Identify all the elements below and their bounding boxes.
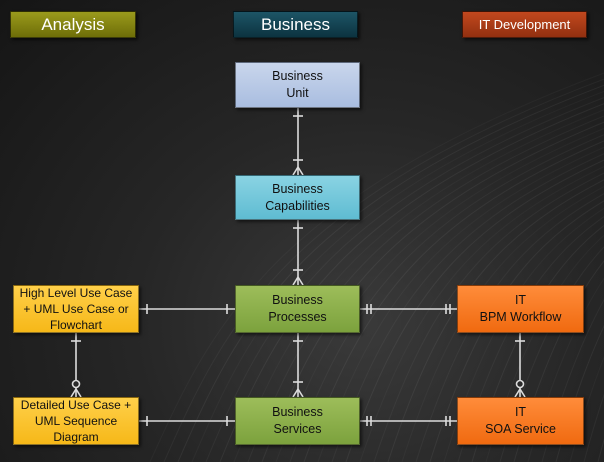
node-it-bpm-workflow-label: IT BPM Workflow	[479, 293, 562, 324]
node-business-capabilities[interactable]: Business Capabilities	[235, 175, 360, 220]
node-business-services[interactable]: Business Services	[235, 397, 360, 445]
crowfoot-detailed-left	[70, 388, 77, 398]
crowfoot-soa-left	[514, 388, 521, 398]
node-high-level-use-case-label: High Level Use Case + UML Use Case or Fl…	[19, 286, 133, 332]
crowfoot-processes-right	[297, 276, 304, 286]
background-wave-line	[471, 224, 604, 462]
crowfoot-capabilities-left	[292, 166, 299, 176]
node-business-processes-label: Business Processes	[268, 293, 327, 324]
header-analysis: Analysis	[10, 11, 136, 38]
node-business-unit[interactable]: Business Unit	[235, 62, 360, 108]
crowfoot-services-left	[292, 388, 299, 398]
crowfoot-services-right	[297, 388, 304, 398]
node-it-soa-service[interactable]: IT SOA Service	[457, 397, 584, 445]
node-detailed-use-case[interactable]: Detailed Use Case + UML Sequence Diagram	[13, 397, 139, 445]
crowfoot-soa-right	[519, 388, 526, 398]
background-wave-line	[513, 260, 604, 462]
background-wave-line	[163, 78, 604, 462]
node-business-unit-label: Business Unit	[272, 69, 323, 100]
background-wave-line	[387, 179, 604, 462]
background-wave-line	[373, 172, 604, 462]
node-business-processes[interactable]: Business Processes	[235, 285, 360, 333]
crowfoot-processes-left	[292, 276, 299, 286]
crowfoot-capabilities-right	[297, 166, 304, 176]
node-it-soa-service-label: IT SOA Service	[485, 405, 556, 436]
background-wave-line	[429, 200, 604, 462]
node-business-services-label: Business Services	[272, 405, 323, 436]
background-wave-line	[345, 159, 604, 462]
background-wave-line	[541, 299, 604, 462]
node-it-bpm-workflow[interactable]: IT BPM Workflow	[457, 285, 584, 333]
background-wave-line	[457, 215, 604, 462]
background-wave-line	[499, 246, 604, 462]
header-it-development-label: IT Development	[478, 17, 571, 32]
optional-marker-detailed	[71, 379, 81, 389]
background-wave-line	[415, 193, 604, 462]
background-wave-line	[205, 96, 604, 462]
crowfoot-detailed-right	[75, 388, 82, 398]
node-business-capabilities-label: Business Capabilities	[265, 181, 330, 213]
background-wave-line	[177, 84, 604, 462]
background-wave-line	[555, 325, 604, 462]
node-high-level-use-case[interactable]: High Level Use Case + UML Use Case or Fl…	[13, 285, 139, 333]
header-it-development: IT Development	[462, 11, 587, 38]
node-detailed-use-case-label: Detailed Use Case + UML Sequence Diagram	[20, 398, 132, 444]
header-analysis-label: Analysis	[41, 14, 105, 34]
header-business: Business	[233, 11, 358, 38]
optional-marker-soa	[515, 379, 525, 389]
header-business-label: Business	[261, 14, 330, 34]
